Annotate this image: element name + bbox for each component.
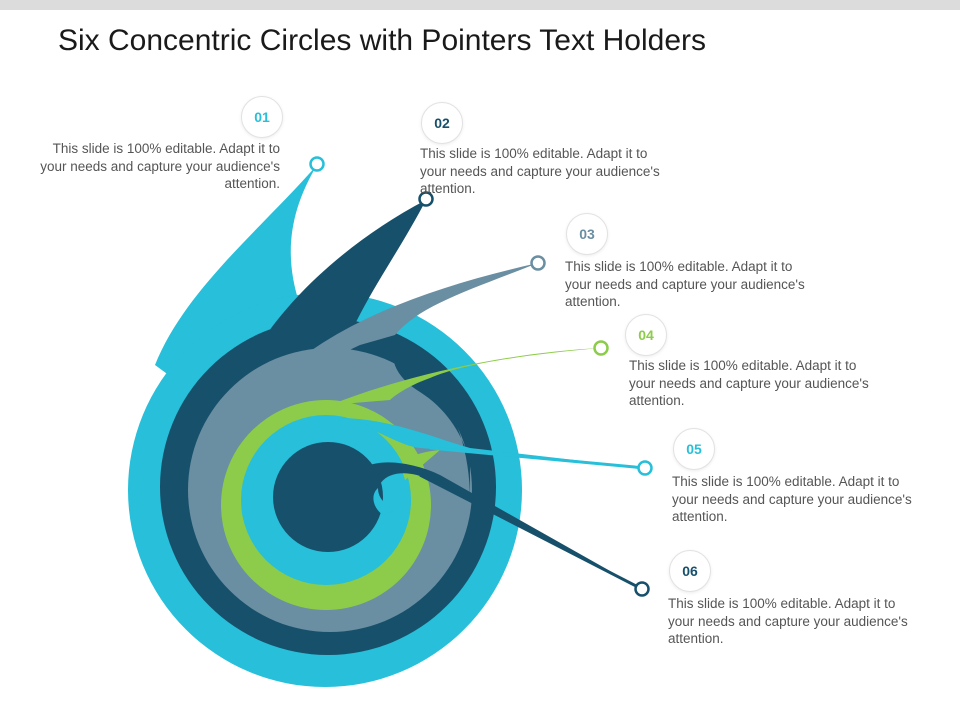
pointer-end-2 [418,191,434,207]
badge-05: 05 [673,428,715,470]
ring-6 [273,442,383,552]
pointer-end-6 [634,581,650,597]
description-05: This slide is 100% editable. Adapt it to… [672,474,912,524]
pointer-line-6 [419,473,643,591]
pointer-end-1 [309,156,325,172]
ring-6-pointer [360,462,642,589]
ring-3-pointer [265,263,538,390]
description-04: This slide is 100% editable. Adapt it to… [629,358,869,408]
badge-06: 06 [669,550,711,592]
pointer-end-5 [637,460,653,476]
description-01: This slide is 100% editable. Adapt it to… [40,141,280,191]
badge-04: 04 [625,314,667,356]
ring-6-hook [373,488,395,515]
badge-01: 01 [241,96,283,138]
badge-02: 02 [421,102,463,144]
pointer-line-5 [429,446,646,470]
slide-title: Six Concentric Circles with Pointers Tex… [58,24,707,57]
top-bar [0,0,960,10]
ring-5-pointer [340,418,645,468]
description-03: This slide is 100% editable. Adapt it to… [565,259,805,309]
pointer-end-3 [530,255,546,271]
description-06: This slide is 100% editable. Adapt it to… [668,596,908,646]
pointer-end-4 [593,340,609,356]
description-02: This slide is 100% editable. Adapt it to… [420,146,660,196]
ring-4-pointer [330,348,601,405]
badge-03: 03 [566,213,608,255]
